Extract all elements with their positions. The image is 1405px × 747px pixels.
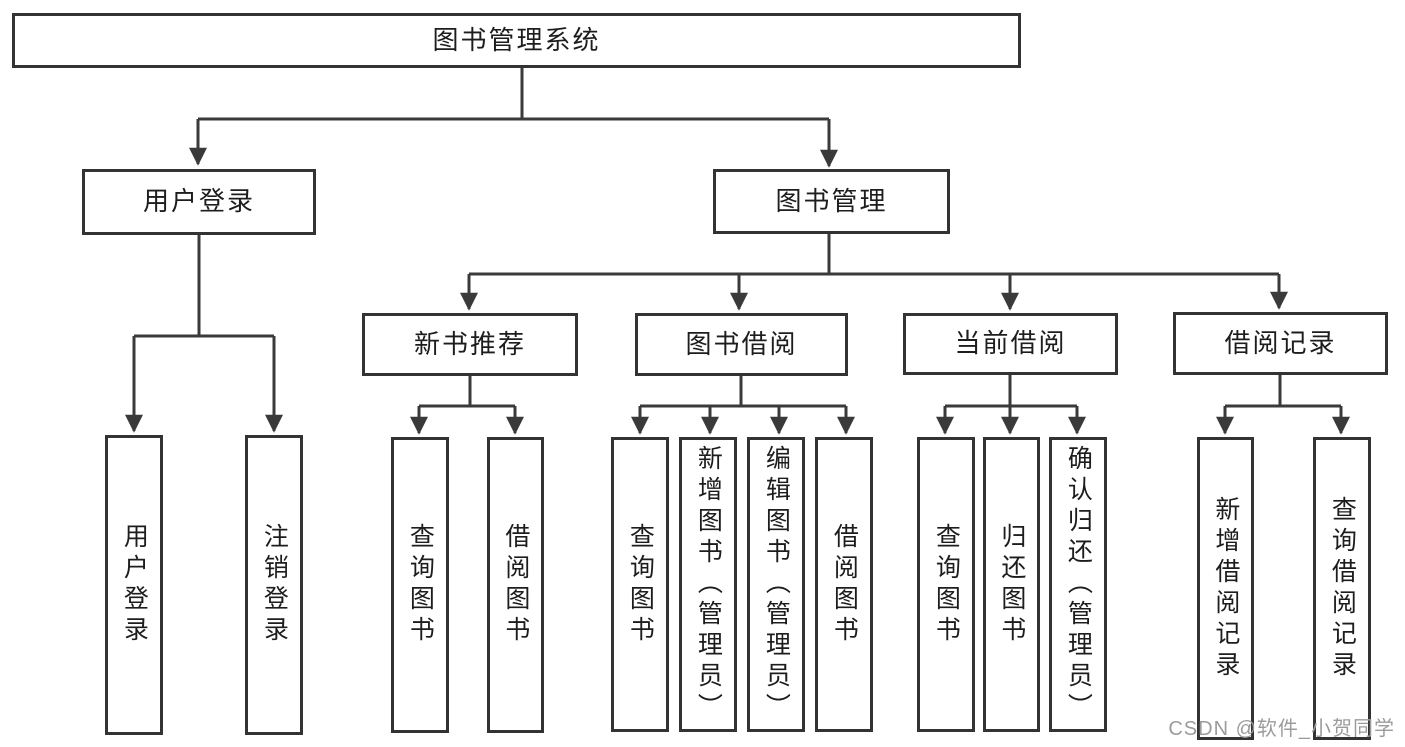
node-leaf-borrow-books-recommend: 借阅图书 xyxy=(487,437,544,733)
node-leaf-borrow-books-borrowing: 借阅图书 xyxy=(815,437,873,732)
node-leaf-confirm-return-admin: 确认归还（管理员） xyxy=(1049,437,1107,732)
node-leaf-user-login: 用户登录 xyxy=(105,435,163,735)
node-leaf-query-borrow-record: 查询借阅记录 xyxy=(1313,437,1371,740)
node-leaf-add-books-admin: 新增图书（管理员） xyxy=(679,437,737,732)
node-leaf-return-books: 归还图书 xyxy=(983,437,1040,732)
node-book-borrowing: 图书借阅 xyxy=(635,313,848,376)
node-new-book-recommend: 新书推荐 xyxy=(362,313,578,376)
node-leaf-logout: 注销登录 xyxy=(245,435,303,735)
node-current-borrowing: 当前借阅 xyxy=(903,313,1118,375)
node-leaf-query-books-recommend: 查询图书 xyxy=(391,437,449,733)
node-leaf-edit-books-admin: 编辑图书（管理员） xyxy=(747,437,805,732)
node-user-login: 用户登录 xyxy=(82,169,316,235)
node-leaf-add-borrow-record: 新增借阅记录 xyxy=(1197,437,1254,740)
node-leaf-query-books-borrowing: 查询图书 xyxy=(611,437,669,732)
node-leaf-query-books-current: 查询图书 xyxy=(917,437,975,732)
node-root: 图书管理系统 xyxy=(12,13,1021,68)
node-book-management: 图书管理 xyxy=(713,169,950,234)
watermark-text: CSDN @软件_小贺同学 xyxy=(1168,718,1395,740)
node-borrowing-records: 借阅记录 xyxy=(1173,312,1388,375)
